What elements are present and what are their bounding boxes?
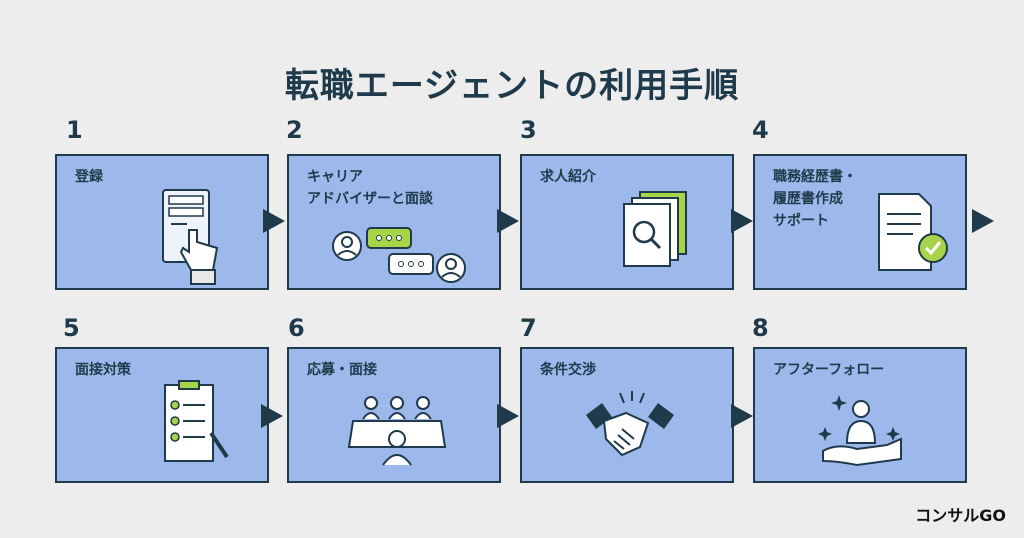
arrow-2-3 — [497, 209, 519, 233]
tablet-tap-icon — [162, 189, 219, 285]
page-title: 転職エージェントの利用手順 — [284, 66, 740, 106]
step-4-number: 4 — [752, 116, 769, 144]
step-2-number: 2 — [286, 116, 303, 144]
interview-checklist-icon — [164, 380, 229, 462]
step-7-label: 条件交渉 — [540, 362, 596, 378]
arrow-7-8 — [731, 404, 753, 428]
step-5-number: 5 — [63, 314, 80, 342]
step-8-number: 8 — [752, 314, 769, 342]
step-3-card: 求人紹介 — [520, 154, 734, 290]
arrow-5-6 — [261, 404, 283, 428]
step-5-label: 面接対策 — [75, 362, 131, 378]
step-1-label: 登録 — [75, 169, 103, 185]
step-6-label: 応募・面接 — [307, 362, 377, 378]
arrow-4-next — [972, 209, 994, 233]
step-2-label: キャリア アドバイザーと面談 — [307, 169, 433, 207]
step-3-label: 求人紹介 — [540, 169, 596, 185]
step-7-card: 条件交渉 — [520, 347, 734, 483]
consultation-chat-icon — [332, 227, 466, 283]
step-4-label: 職務経歴書・ 履歴書作成 サポート — [773, 169, 857, 229]
arrow-6-7 — [497, 404, 519, 428]
step-2-card: キャリア アドバイザーと面談 — [287, 154, 501, 290]
interview-panel-icon — [347, 396, 447, 466]
support-hand-person-icon — [818, 395, 902, 467]
arrow-3-4 — [731, 209, 753, 233]
step-5-card: 面接対策 — [55, 347, 269, 483]
step-8-card: アフターフォロー — [753, 347, 967, 483]
step-4-card: 職務経歴書・ 履歴書作成 サポート — [753, 154, 967, 290]
arrow-1-2 — [263, 209, 285, 233]
job-search-documents-icon — [623, 191, 687, 267]
handshake-icon — [586, 391, 674, 457]
step-6-card: 応募・面接 — [287, 347, 501, 483]
step-1-card: 登録 — [55, 154, 269, 290]
step-1-number: 1 — [66, 116, 83, 144]
step-3-number: 3 — [520, 116, 537, 144]
step-7-number: 7 — [520, 314, 537, 342]
resume-check-icon — [878, 193, 948, 271]
brand-logo: コンサルGO — [915, 506, 1006, 525]
step-8-label: アフターフォロー — [773, 362, 885, 378]
step-6-number: 6 — [288, 314, 305, 342]
